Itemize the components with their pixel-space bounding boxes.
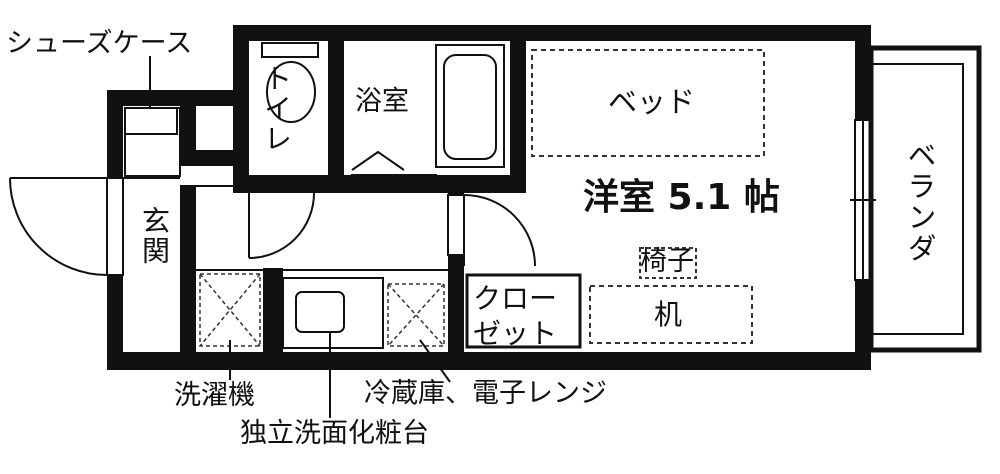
bathtub xyxy=(435,44,505,168)
vanity-unit xyxy=(282,277,384,349)
entrance-door xyxy=(9,177,180,276)
fridge-microwave-label: 冷蔵庫、電子レンジ xyxy=(364,378,607,409)
fridge-space xyxy=(387,283,445,347)
veranda-label: ベランダ xyxy=(903,140,937,264)
washing-machine-space xyxy=(199,273,261,347)
shoe-case xyxy=(124,107,178,135)
shoe-case-label: シューズケース xyxy=(6,28,193,59)
closet xyxy=(465,273,582,349)
washing-machine-label: 洗濯機 xyxy=(174,380,255,411)
bed xyxy=(531,49,765,157)
toilet-label: トイレ xyxy=(260,64,293,154)
room-door xyxy=(447,194,536,267)
bed-label: ベッド xyxy=(608,85,696,119)
desk-label: 机 xyxy=(654,298,683,331)
toilet-fixture xyxy=(261,42,319,123)
bathroom-label: 浴室 xyxy=(355,86,409,117)
desk xyxy=(589,285,753,344)
walls xyxy=(107,25,871,370)
vanity-label: 独立洗面化粧台 xyxy=(240,418,429,449)
bath-entry-mark xyxy=(351,150,437,192)
toilet-door xyxy=(248,192,315,259)
leader-lines xyxy=(229,332,451,418)
closet-label: クロー ゼット xyxy=(473,282,558,350)
entrance-label: 玄関 xyxy=(138,206,171,266)
chair-label: 椅子 xyxy=(640,246,694,277)
western-room-label: 洋室 5.1 帖 xyxy=(583,177,780,218)
chair xyxy=(639,247,697,279)
